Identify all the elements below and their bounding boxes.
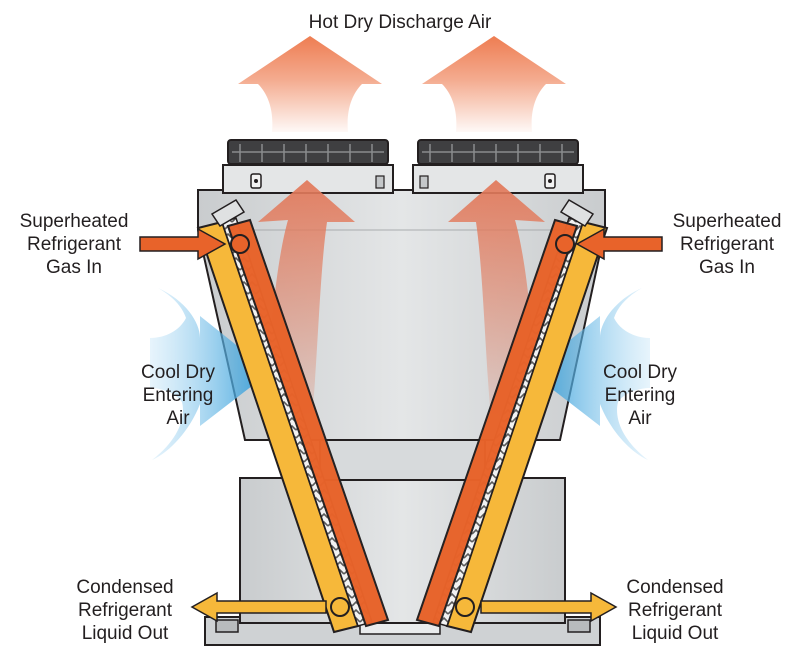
label-line: Liquid Out (81, 623, 169, 644)
cool-air-label-left: Cool Dry Entering Air (118, 361, 238, 430)
label-line: Entering (142, 385, 214, 406)
label-line: Refrigerant (680, 234, 774, 255)
cool-air-arrow-left (150, 288, 270, 460)
fan-right (412, 139, 584, 194)
label-line: Superheated (672, 211, 782, 232)
label-line: Refrigerant (628, 600, 722, 621)
condensed-liquid-out-label-right: Condensed Refrigerant Liquid Out (605, 576, 745, 645)
label-line: Air (628, 408, 652, 429)
label-line: Refrigerant (27, 234, 121, 255)
refrigerant-out-arrow-left (190, 591, 327, 623)
outlet-header-right (455, 597, 475, 617)
superheated-gas-in-label-left: Superheated Refrigerant Gas In (4, 210, 144, 279)
condensed-liquid-out-label-left: Condensed Refrigerant Liquid Out (55, 576, 195, 645)
coil-left (196, 198, 390, 634)
cool-air-label-right: Cool Dry Entering Air (580, 361, 700, 430)
label-line: Cool Dry (603, 362, 677, 383)
label-line: Gas In (46, 257, 102, 278)
refrigerant-in-arrow-right (575, 227, 663, 261)
cool-air-arrow-right (530, 288, 650, 460)
label-line: Condensed (76, 577, 174, 598)
coil-right (415, 198, 609, 634)
fan-left (222, 139, 394, 194)
inlet-header-left (230, 234, 250, 254)
label-line: Superheated (19, 211, 129, 232)
superheated-gas-in-label-right: Superheated Refrigerant Gas In (657, 210, 797, 279)
label-line: Condensed (626, 577, 724, 598)
hot-air-arrow-left (238, 36, 382, 132)
refrigerant-out-arrow-right (480, 591, 618, 623)
label-line: Air (166, 408, 190, 429)
label-line: Cool Dry (141, 362, 215, 383)
label-line: Liquid Out (631, 623, 719, 644)
label-line: Entering (604, 385, 676, 406)
inlet-header-right (555, 234, 575, 254)
hot-air-arrow-right (422, 36, 566, 132)
outlet-header-left (330, 597, 350, 617)
refrigerant-in-arrow-left (139, 227, 227, 261)
label-line: Refrigerant (78, 600, 172, 621)
label-line: Gas In (699, 257, 755, 278)
discharge-air-label: Hot Dry Discharge Air (308, 12, 492, 33)
